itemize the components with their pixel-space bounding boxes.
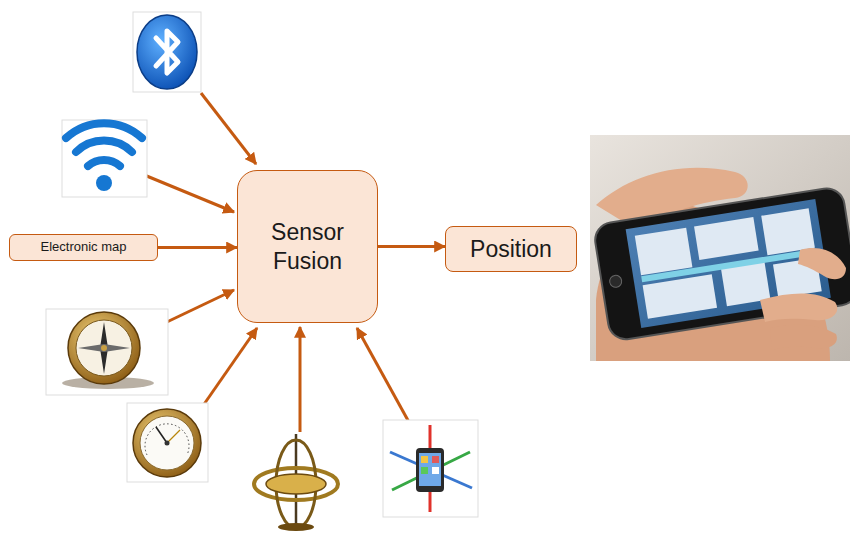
compass-needle <box>78 344 130 352</box>
bluetooth-rune <box>156 31 178 73</box>
phone-body <box>593 186 850 342</box>
barometer-pivot <box>165 441 170 446</box>
compass-needle <box>100 322 108 374</box>
icon-frame <box>46 309 168 395</box>
wifi-arc <box>76 141 132 152</box>
barometer-scale <box>145 424 189 455</box>
wifi-arrow <box>137 172 234 212</box>
barometer-arrow <box>200 328 257 410</box>
node-label: Sensor Fusion <box>262 218 354 276</box>
barometer-icon <box>127 403 208 482</box>
accelerometer-icon <box>383 420 478 517</box>
map-room <box>635 228 693 276</box>
compass-pivot <box>101 345 107 351</box>
barometer-face <box>140 416 194 470</box>
axis-arrow <box>392 452 470 490</box>
icon-frame <box>383 420 478 517</box>
gyroscope-rotor <box>266 474 326 494</box>
app-tile <box>432 456 439 463</box>
gyroscope-base <box>278 523 314 531</box>
app-tile <box>421 467 428 474</box>
hand-fingers <box>770 325 837 350</box>
icon-frame <box>133 12 201 92</box>
compass-face <box>76 320 132 376</box>
node-label: Position <box>470 235 552 264</box>
output-box: Position <box>445 226 577 272</box>
wifi-icon <box>62 120 147 197</box>
hand-fingers <box>760 294 837 323</box>
app-tile <box>432 467 439 474</box>
gyroscope-arrow <box>299 327 302 432</box>
compass-case <box>68 312 140 384</box>
phone-home-button <box>609 274 623 288</box>
icon-frame <box>127 403 208 482</box>
sensor-arrows <box>137 93 410 432</box>
map-box: Electronic map <box>9 234 158 261</box>
map-room <box>643 274 717 319</box>
gyroscope-ring <box>254 468 338 500</box>
icon-frame <box>62 120 147 197</box>
map-room <box>761 208 815 255</box>
barometer-needle <box>167 430 180 443</box>
bluetooth-badge <box>137 15 197 89</box>
compass-icon <box>46 309 168 395</box>
accelerometer-arrow <box>357 328 410 424</box>
wifi-dot <box>96 175 112 191</box>
app-tile <box>421 456 428 463</box>
flow-arrow <box>378 245 445 248</box>
wifi-arc <box>88 160 120 166</box>
bluetooth-icon <box>133 12 201 92</box>
barometer-needle <box>156 427 167 443</box>
node-label: Electronic map <box>41 239 127 255</box>
bluetooth-arrow <box>201 93 256 164</box>
map-room <box>694 217 759 260</box>
map-corridor <box>641 249 816 282</box>
phone-screen <box>419 453 441 486</box>
fusion-box: Sensor Fusion <box>237 170 378 323</box>
gyroscope-icon <box>254 434 338 531</box>
barometer-case <box>133 409 201 477</box>
phone-body <box>416 448 444 492</box>
phone-photo <box>590 135 850 361</box>
hand-fingers <box>798 248 846 279</box>
wifi-arc <box>66 123 142 138</box>
flow-arrow <box>158 246 237 249</box>
